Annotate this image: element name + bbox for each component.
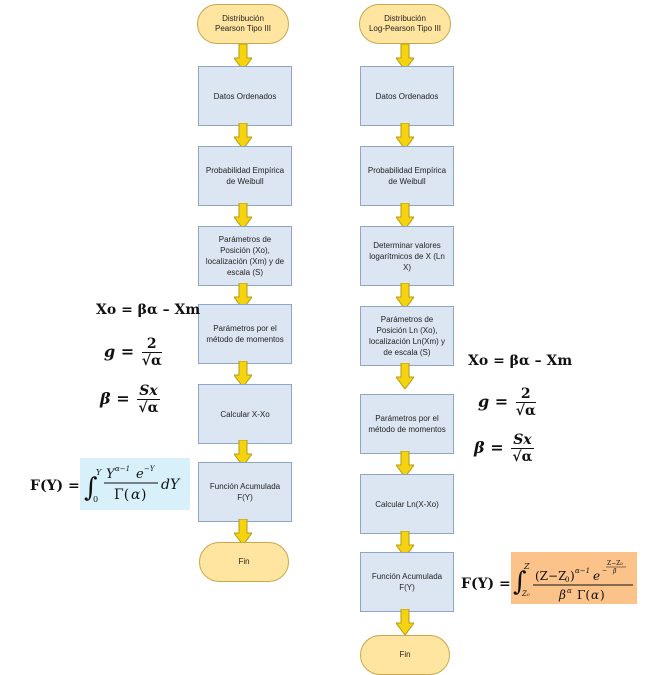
formula-g-num: 2: [515, 386, 536, 403]
step-probabilidad-empirica[interactable]: Probabilidad Empírica de Weibull: [198, 146, 292, 206]
svg-text:): ): [570, 569, 575, 583]
svg-text:∫: ∫: [513, 567, 527, 597]
formula-g-lhs: g =: [104, 342, 135, 361]
svg-text:): ): [141, 487, 146, 503]
step-funcion-acumulada-log[interactable]: Función Acumulada F(Y): [360, 552, 454, 612]
svg-text:): ): [600, 588, 605, 602]
svg-text:Γ(: Γ(: [577, 588, 590, 602]
end-terminal-log-pearson[interactable]: Fin: [360, 635, 450, 675]
svg-text:α: α: [131, 487, 141, 503]
svg-text:Γ(: Γ(: [114, 487, 129, 503]
svg-text:dY: dY: [161, 477, 181, 493]
formula-beta-den: √α: [138, 400, 159, 416]
step-parametros-posicion[interactable]: Parámetros de Posición (Xo), localizació…: [198, 226, 292, 286]
svg-text:0: 0: [93, 495, 98, 504]
formula-fy-pearson: ∫ Y 0 Y α−1 e −Y Γ( α ) dY: [80, 458, 190, 510]
formula-g-num: 2: [141, 336, 162, 353]
formula-fy-log-pearson: ∫ Z Z₀ (Z−Z 0 ) α−1 e − Z−Z₀ β β α Γ( α …: [511, 552, 637, 604]
formula-beta: β = Sx √α: [100, 383, 160, 416]
svg-text:Z: Z: [523, 562, 530, 571]
svg-text:−: −: [602, 567, 607, 574]
start-terminal-pearson[interactable]: Distribución Pearson Tipo III: [197, 4, 289, 44]
svg-text:Y: Y: [96, 468, 102, 477]
formula-g-den: √α: [141, 353, 162, 369]
svg-text:Z−Z₀: Z−Z₀: [607, 560, 623, 567]
svg-text:α−1: α−1: [575, 567, 590, 575]
formula-beta-lhs: β =: [474, 438, 504, 457]
svg-text:β: β: [558, 588, 566, 602]
svg-text:Y: Y: [106, 467, 116, 482]
svg-text:0: 0: [565, 576, 569, 584]
step-datos-ordenados[interactable]: Datos Ordenados: [198, 66, 292, 126]
formula-g: g = 2 √α: [104, 336, 162, 369]
step-calcular-x-xo[interactable]: Calcular X-Xo: [198, 384, 292, 444]
flow-arrow: [396, 609, 414, 635]
end-terminal-pearson[interactable]: Fin: [199, 542, 289, 582]
formula-beta-den: √α: [512, 449, 533, 465]
step-parametros-posicion-log[interactable]: Parámetros de Posición Ln (Xo), localiza…: [360, 306, 454, 366]
integral-pearson-svg: ∫ Y 0 Y α−1 e −Y Γ( α ) dY: [84, 465, 181, 504]
step-valores-logaritmicos[interactable]: Determinar valores logarítmicos de X (Ln…: [360, 226, 454, 286]
svg-text:α: α: [567, 587, 572, 595]
formula-beta-num: Sx: [137, 383, 160, 400]
svg-text:α: α: [591, 588, 599, 602]
formula-fy-lhs-log: F(Y) =: [461, 576, 511, 592]
flow-arrow: [396, 363, 414, 389]
step-funcion-acumulada[interactable]: Función Acumulada F(Y): [198, 462, 292, 522]
formula-xo: Xo = βα – Xm: [96, 302, 201, 318]
svg-text:Z₀: Z₀: [521, 590, 530, 598]
svg-text:β: β: [612, 568, 617, 575]
svg-text:(Z−Z: (Z−Z: [535, 569, 566, 583]
svg-text:∫: ∫: [84, 473, 98, 503]
integral-log-pearson-svg: ∫ Z Z₀ (Z−Z 0 ) α−1 e − Z−Z₀ β β α Γ( α …: [513, 560, 633, 602]
formula-xo-log: Xo = βα – Xm: [468, 353, 573, 369]
step-probabilidad-empirica-log[interactable]: Probabilidad Empírica de Weibull: [360, 146, 454, 206]
formula-fy-lhs: F(Y) =: [30, 478, 80, 494]
step-datos-ordenados-log[interactable]: Datos Ordenados: [360, 66, 454, 126]
formula-g-den: √α: [515, 403, 536, 419]
formula-beta-num: Sx: [511, 432, 534, 449]
svg-text:α−1: α−1: [115, 465, 130, 473]
formula-beta-lhs: β =: [100, 389, 130, 408]
start-terminal-log-pearson[interactable]: Distribución Log-Pearson Tipo III: [359, 4, 451, 44]
step-metodo-momentos[interactable]: Parámetros por el método de momentos: [198, 304, 292, 364]
svg-text:−Y: −Y: [144, 465, 156, 473]
svg-text:e: e: [593, 569, 600, 583]
step-calcular-ln-x-xo[interactable]: Calcular Ln(X-Xo): [360, 474, 454, 534]
svg-text:e: e: [136, 467, 144, 482]
formula-g-log: g = 2 √α: [478, 386, 536, 419]
formula-beta-log: β = Sx √α: [474, 432, 534, 465]
formula-g-lhs: g =: [478, 392, 509, 411]
step-metodo-momentos-log[interactable]: Parámetros por el método de momentos: [360, 394, 454, 454]
